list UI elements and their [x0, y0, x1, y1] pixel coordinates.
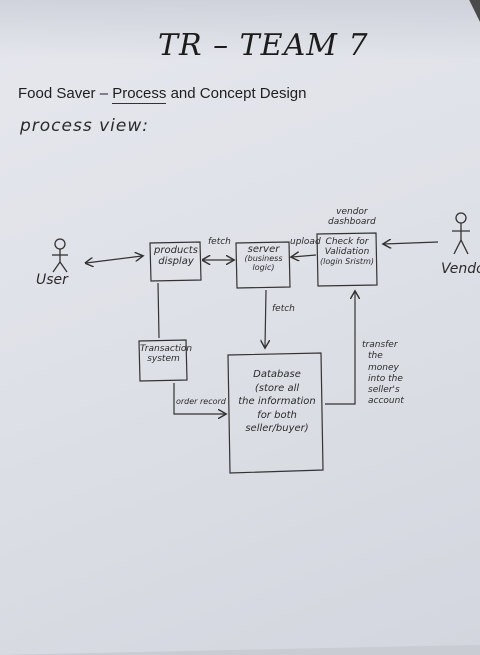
database-line-2: (store all [254, 382, 300, 394]
transfer-line-3: money [368, 362, 399, 373]
server-label: server (business logic) [238, 244, 289, 273]
server-line-3: logic) [252, 262, 275, 272]
page-title: TR – TEAM 7 [158, 28, 369, 63]
vendor-label: Vendo [441, 261, 480, 277]
order-record-label: order record [176, 397, 226, 406]
user-stick-figure [52, 238, 68, 273]
fetch-down-label: fetch [272, 304, 295, 314]
transfer-line-4: into the [368, 373, 403, 384]
transaction-line-2: system [147, 353, 180, 364]
database-label: Database (store all the information for … [232, 368, 322, 436]
database-box [227, 352, 324, 474]
transfer-line-2: the [368, 351, 383, 362]
products-display-line-2: display [158, 256, 194, 267]
subtitle-underlined: Process [112, 85, 167, 104]
server-box [235, 241, 291, 289]
check-server-arrow [292, 255, 317, 257]
process-diagram [52, 212, 470, 474]
products-display-line-1: products [154, 245, 198, 256]
vendor-dashboard-line-2: dashboard [328, 216, 376, 227]
fetch-top-label: fetch [208, 237, 231, 247]
transaction-database-arrow [173, 383, 225, 414]
upload-label: upload [290, 237, 321, 247]
transfer-line-1: transfer [362, 340, 398, 350]
check-line-1: Check for [325, 237, 369, 247]
database-check-arrow [325, 292, 355, 405]
vendor-dashboard-line-1: vendor [336, 207, 368, 217]
products-display-label: products display [152, 245, 200, 267]
vendor-stick-figure [452, 212, 470, 255]
display-transaction-line [157, 282, 160, 339]
database-line-4: for both [257, 409, 297, 421]
page-subtitle: Food Saver – Process and Concept Design [18, 85, 307, 104]
subtitle-prefix: Food Saver – [18, 85, 113, 102]
database-line-3: the information [238, 396, 316, 407]
transaction-system-box [138, 339, 188, 382]
vendor-dashboard-label: vendor dashboard [328, 207, 376, 228]
check-line-3: (login Sristm) [320, 256, 374, 266]
user-label: User [36, 272, 68, 288]
vendor-check-arrow [384, 242, 439, 244]
check-validation-label: Check for Validation (login Sristm) [318, 237, 376, 267]
server-database-arrow [265, 289, 266, 347]
section-label: process view: [20, 116, 149, 136]
subtitle-suffix: and Concept Design [166, 85, 307, 102]
transfer-label: transfer the money into the seller's acc… [362, 340, 404, 408]
server-line-1: server [247, 244, 280, 255]
transaction-line-1: Transaction [140, 344, 193, 354]
products-display-box [149, 241, 202, 282]
check-validation-box [316, 232, 378, 287]
database-line-1: Database [253, 369, 301, 380]
paper-corner [469, 0, 480, 22]
server-line-2: (business [244, 254, 283, 263]
user-display-arrow [86, 256, 142, 263]
transaction-system-label: Transaction system [140, 344, 193, 365]
database-line-5: seller/buyer) [245, 423, 309, 434]
transfer-line-5: seller's [368, 385, 400, 395]
paper-shadow [0, 0, 480, 60]
check-line-2: Validation [324, 246, 370, 257]
transfer-line-6: account [368, 396, 404, 407]
